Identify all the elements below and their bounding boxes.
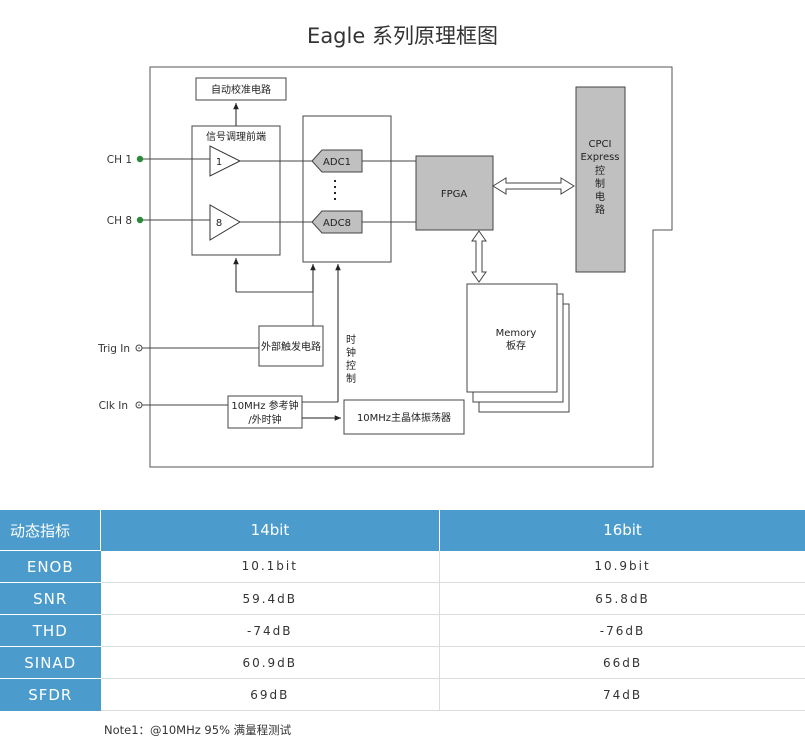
table-row: SINAD 60.9dB 66dB bbox=[0, 646, 805, 679]
ref-clock-label-1: 10MHz 参考钟 bbox=[231, 399, 298, 412]
cpci-block bbox=[575, 86, 626, 273]
row-value-16bit: -76dB bbox=[439, 614, 805, 647]
adc8-label: ADC8 bbox=[323, 218, 351, 229]
ext-trigger-block bbox=[258, 325, 324, 367]
board-outline bbox=[149, 66, 673, 468]
row-value-14bit: 69dB bbox=[100, 678, 440, 711]
row-value-16bit: 74dB bbox=[439, 678, 805, 711]
table-header-14bit: 14bit bbox=[100, 510, 440, 551]
memory-block bbox=[466, 283, 558, 393]
table-row: ENOB 10.1bit 10.9bit bbox=[0, 550, 805, 583]
cpci-label-2: Express bbox=[580, 152, 619, 163]
clock-ctrl-char-3: 控 bbox=[346, 359, 356, 372]
clock-ctrl-char-4: 制 bbox=[346, 372, 356, 385]
row-value-16bit: 66dB bbox=[439, 646, 805, 679]
page-title: Eagle 系列原理框图 bbox=[307, 24, 498, 48]
table-header-16bit: 16bit bbox=[439, 510, 805, 551]
memory-label-1: Memory bbox=[496, 328, 537, 339]
block-diagram: 自动校准电路 信号调理前端 1 8 ADC1 ADC8 FPGA CPCI Ex… bbox=[97, 66, 673, 468]
amp8-label: 8 bbox=[216, 218, 222, 229]
cpci-char-4: 路 bbox=[595, 203, 605, 216]
fpga-block bbox=[415, 155, 494, 231]
table-row: SNR 59.4dB 65.8dB bbox=[0, 582, 805, 615]
table-header-row: 动态指标 14bit 16bit bbox=[0, 510, 805, 551]
cpci-char-3: 电 bbox=[595, 190, 605, 203]
oscillator-label: 10MHz主晶体振荡器 bbox=[357, 411, 451, 424]
clock-ctrl-char-1: 时 bbox=[346, 334, 356, 346]
ref-clock-block bbox=[227, 395, 303, 429]
clock-ctrl-char-2: 钟 bbox=[346, 346, 356, 359]
row-metric: THD bbox=[0, 614, 101, 647]
fpga-memory-arrow bbox=[471, 230, 487, 283]
amp1-triangle bbox=[209, 145, 242, 177]
trig-input-label: Trig In bbox=[97, 343, 130, 355]
amp1-label: 1 bbox=[216, 157, 222, 168]
row-value-16bit: 65.8dB bbox=[439, 582, 805, 615]
signal-conditioning-block bbox=[191, 125, 281, 256]
row-value-14bit: 10.1bit bbox=[100, 550, 440, 583]
cpci-label-1: CPCI bbox=[589, 139, 612, 150]
row-value-16bit: 10.9bit bbox=[439, 550, 805, 583]
calibration-label: 自动校准电路 bbox=[211, 83, 271, 96]
table-row: SFDR 69dB 74dB bbox=[0, 678, 805, 711]
table-row: THD -74dB -76dB bbox=[0, 614, 805, 647]
calibration-block bbox=[195, 77, 287, 101]
fpga-cpci-arrow bbox=[492, 177, 575, 195]
spec-table: 动态指标 14bit 16bit ENOB 10.1bit 10.9bit SN… bbox=[0, 510, 805, 711]
row-metric: SINAD bbox=[0, 646, 101, 679]
fpga-label: FPGA bbox=[441, 189, 468, 200]
table-header-metric: 动态指标 bbox=[0, 510, 101, 551]
ref-clock-label-2: /外时钟 bbox=[248, 413, 281, 426]
adc-group-block bbox=[302, 115, 392, 263]
cpci-char-2: 制 bbox=[595, 177, 605, 190]
row-value-14bit: 59.4dB bbox=[100, 582, 440, 615]
ch1-input-dot bbox=[136, 155, 144, 163]
clk-input-label: Clk In bbox=[99, 400, 128, 412]
row-metric: SNR bbox=[0, 582, 101, 615]
memory-label-2: 板存 bbox=[506, 339, 526, 352]
signal-conditioning-label: 信号调理前端 bbox=[206, 130, 266, 143]
amp8-triangle bbox=[209, 204, 241, 241]
row-value-14bit: -74dB bbox=[100, 614, 440, 647]
row-metric: ENOB bbox=[0, 550, 101, 583]
footnote: Note1：@10MHz 95% 满量程测试 bbox=[104, 723, 292, 737]
ch8-input-label: CH 8 bbox=[107, 215, 132, 227]
oscillator-block bbox=[343, 399, 465, 435]
ch1-input-label: CH 1 bbox=[107, 154, 132, 166]
adc1-label: ADC1 bbox=[323, 157, 351, 168]
ext-trigger-label: 外部触发电路 bbox=[261, 340, 321, 353]
cpci-char-1: 控 bbox=[595, 164, 605, 177]
row-value-14bit: 60.9dB bbox=[100, 646, 440, 679]
row-metric: SFDR bbox=[0, 678, 101, 711]
ch8-input-dot bbox=[136, 216, 144, 224]
